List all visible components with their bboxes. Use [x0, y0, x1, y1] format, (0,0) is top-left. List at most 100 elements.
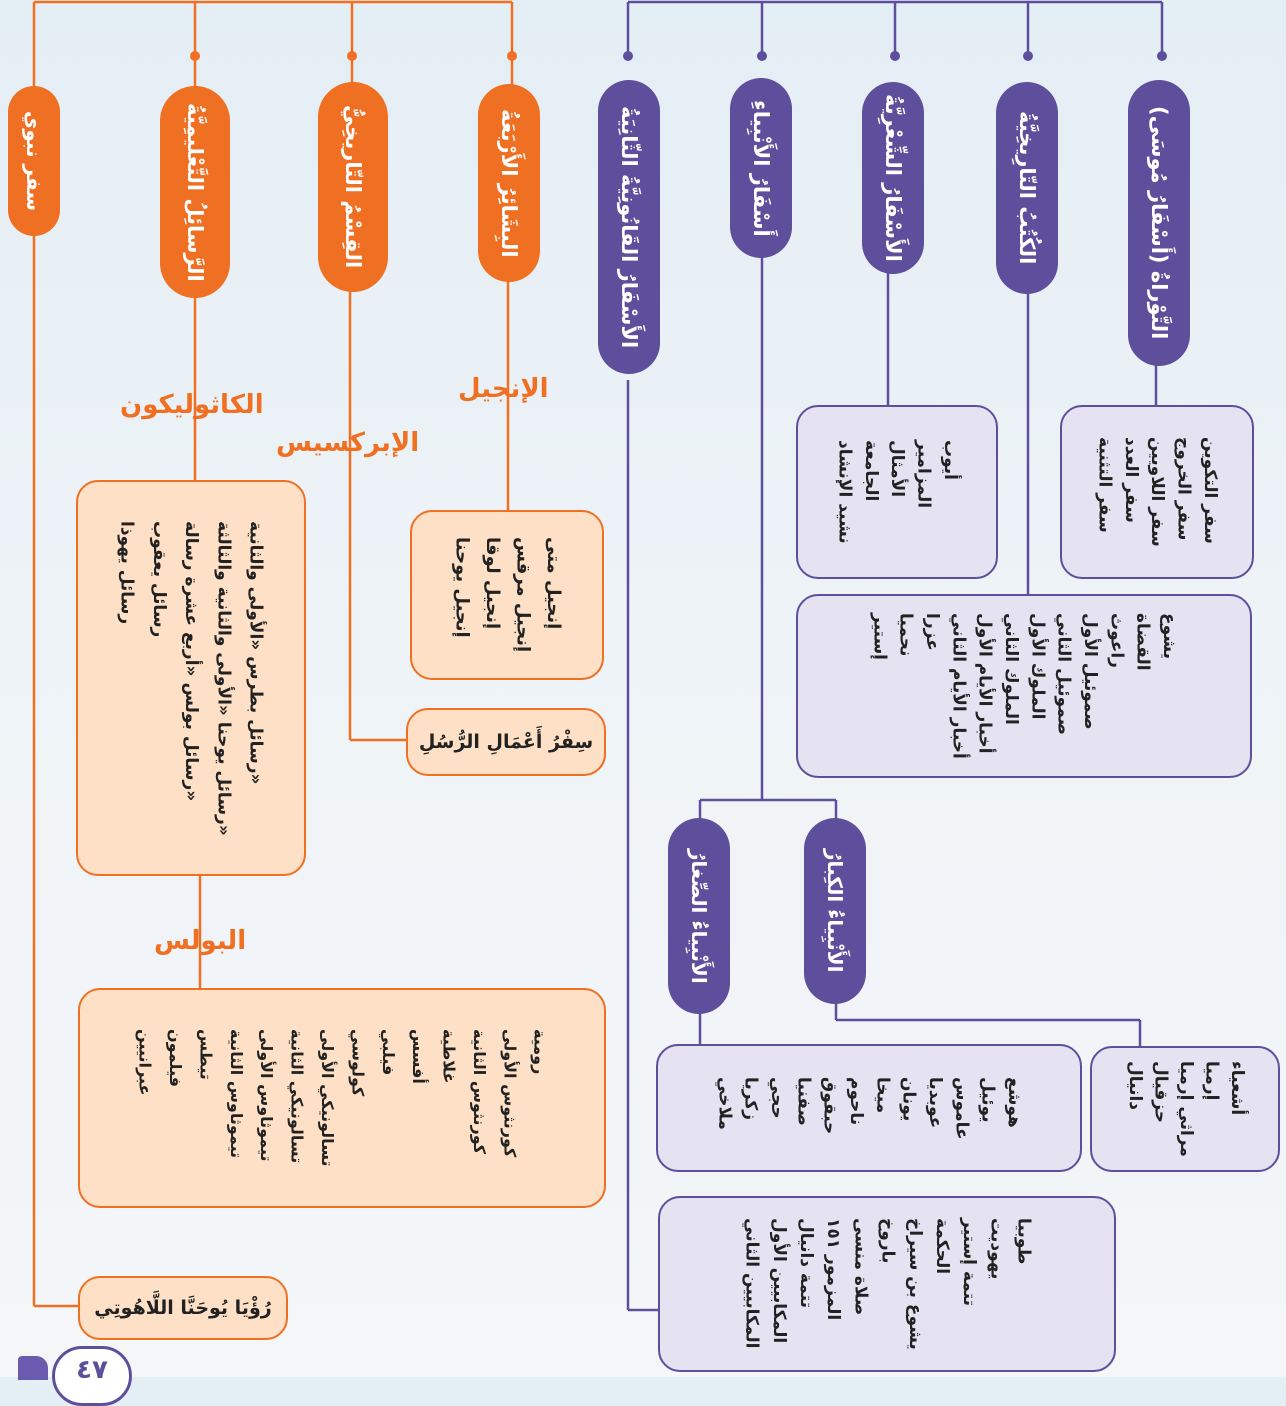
- list-item: ملاخي: [714, 1076, 735, 1130]
- torah-books-box: سفر التكوين سفر الخروج سفر اللاويين سفر …: [1060, 405, 1254, 579]
- minor-prophets-box: هوشع يوئيل عاموس عوبديا يونان ميخا ناحوم…: [656, 1044, 1082, 1172]
- list-item: الملوك الأول: [1027, 613, 1048, 720]
- list-item: تتمة دانيال: [796, 1218, 817, 1309]
- list-item: عبرانيين: [135, 1029, 155, 1096]
- list-item: غلاطية: [439, 1029, 459, 1084]
- list-item: نشيد الإنشاد: [834, 440, 855, 544]
- list-item: رومية: [530, 1029, 550, 1075]
- list-item: نحميا: [895, 613, 916, 657]
- catholic-epistles-box: رسائل بطرس «الأولى والثانية» رسائل يوحنا…: [76, 480, 306, 876]
- list-item: طوبيا: [1013, 1218, 1034, 1265]
- list-item: حجي: [766, 1076, 787, 1119]
- list-item: إنجيل مرقس: [512, 537, 534, 653]
- list-item: صفنيا: [793, 1076, 814, 1126]
- paulos-label: البولس: [154, 926, 247, 956]
- list-item: كورنثوس الثانية: [469, 1029, 489, 1155]
- list-item: إرميا: [1201, 1061, 1222, 1101]
- gospels-list-box: إنجيل متى إنجيل مرقس إنجيل لوقا إنجيل يو…: [410, 510, 604, 680]
- list-item: حبقوق: [819, 1076, 840, 1134]
- list-item: يهوديت: [986, 1218, 1007, 1280]
- list-item: إستير: [869, 613, 890, 661]
- gospel-label: الإنجيل: [458, 374, 549, 404]
- list-item: تتمة إستير: [959, 1218, 980, 1307]
- list-item: سفر التكوين: [1199, 437, 1220, 544]
- list-item: رسائل يوحنا «الأولى والثانية والثالثة»: [213, 520, 234, 836]
- list-item: حزقيال: [1150, 1061, 1171, 1124]
- list-item: أشعياء: [1226, 1061, 1247, 1116]
- list-item: يشوع: [1159, 613, 1180, 660]
- list-item: راعوث: [1106, 613, 1127, 669]
- list-item: القضاة: [1132, 613, 1153, 671]
- list-item: إنجيل متى: [543, 537, 565, 630]
- list-item: إنجيل يوحنا: [451, 537, 473, 639]
- list-item: يونان: [898, 1076, 919, 1121]
- historical-nt-header: القِسْمُ التّاريخِيُّ: [318, 82, 388, 292]
- list-item: أفسس: [409, 1029, 429, 1085]
- list-item: سفر التثنية: [1094, 437, 1115, 533]
- acts-box: سِفْرُ أَعْمَالِ الرُّسُلِ: [406, 708, 606, 776]
- list-item: عاموس: [951, 1076, 972, 1140]
- prophetic-book-header: سفر نبوي: [8, 86, 60, 236]
- list-item: الملوك الثاني: [1001, 613, 1021, 725]
- major-prophets-header: الأَنْبِياءُ الكِبارُ: [804, 818, 866, 1004]
- list-item: صموئيل الأول: [1080, 613, 1101, 730]
- list-item: يوئيل: [977, 1076, 998, 1123]
- poetic-books-header: الأَسْفَارُ الشِّعْرِيَّةُ: [862, 82, 924, 274]
- list-item: فيلبي: [378, 1029, 398, 1076]
- list-item: المزامير: [913, 440, 934, 509]
- four-gospels-header: البِشَائِرُ الأَرْبَعَةُ: [478, 84, 540, 282]
- list-item: رسائل بولس «أربع عشرة رسالة»: [181, 520, 202, 801]
- catholicon-label: الكاثوليكون: [120, 390, 264, 420]
- list-item: أخبار الأيام الثاني: [948, 613, 969, 759]
- list-item: يشوع بن سيراخ: [904, 1218, 925, 1350]
- list-item: كولوسي: [348, 1029, 368, 1097]
- list-item: رسائل يعقوب: [148, 520, 169, 637]
- list-item: ناحوم: [846, 1076, 866, 1125]
- list-item: تيطس: [196, 1029, 216, 1080]
- list-item: رسائل بطرس «الأولى والثانية»: [245, 520, 266, 785]
- list-item: سفر العدد: [1120, 437, 1141, 523]
- list-item: المكابيين الثاني: [741, 1218, 762, 1349]
- list-item: تيموثاوس الأولى: [257, 1029, 277, 1162]
- list-item: ميخا: [872, 1076, 893, 1113]
- minor-prophets-header: الأَنْبِياءُ الصِّغارُ: [668, 818, 730, 1014]
- major-prophets-box: أشعياء إرميا مراثي إرميا حزقيال دانيال: [1090, 1046, 1280, 1172]
- list-item: أخبار الأيام الأول: [974, 613, 995, 754]
- poetic-books-box: أيوب المزامير الأمثال الجامعة نشيد الإنش…: [796, 405, 998, 579]
- list-item: سفر اللاويين: [1147, 437, 1168, 547]
- list-item: فيلمون: [166, 1029, 186, 1088]
- historical-ot-books-box: يشوع القضاة راعوث صموئيل الأول صموئيل ال…: [796, 594, 1252, 778]
- list-item: الأمثال: [887, 440, 908, 498]
- list-item: هوشع: [1004, 1076, 1025, 1128]
- list-item: زكريا: [740, 1076, 761, 1120]
- list-item: تيموثاوس الثانية: [226, 1029, 246, 1159]
- book-icon: [18, 1356, 48, 1380]
- list-item: سفر الخروج: [1173, 437, 1194, 541]
- page-number: ٤٧: [52, 1346, 132, 1406]
- list-item: مراثي إرميا: [1175, 1061, 1196, 1157]
- deuterocanonical-header: الأَسْفَارُ القَانُونِيَّةُ الثّانِيَةُ: [598, 80, 660, 374]
- list-item: أيوب: [939, 440, 960, 481]
- list-item: المزمور ١٥١: [823, 1218, 844, 1321]
- list-item: المكابيين الأول: [768, 1218, 789, 1344]
- list-item: تسالونيكي الثانية: [287, 1029, 307, 1164]
- list-item: عوبديا: [925, 1076, 946, 1128]
- list-item: دانيال: [1124, 1061, 1145, 1111]
- list-item: باروخ: [877, 1218, 898, 1264]
- historical-ot-header: الكُتُبُ التّارِيخِيَّةُ: [996, 82, 1058, 294]
- list-item: إنجيل لوقا: [482, 537, 503, 630]
- list-item: كورنثوس الأولى: [500, 1029, 520, 1158]
- list-item: عزرا: [921, 613, 942, 651]
- list-item: الحكمة: [931, 1218, 952, 1275]
- list-item: صموئيل الثاني: [1053, 613, 1074, 736]
- list-item: تسالونيكي الأولى: [318, 1029, 337, 1167]
- list-item: رسائل يهوذا: [116, 520, 137, 624]
- pauline-epistles-box: رومية كورنثوس الأولى كورنثوس الثانية غلا…: [78, 988, 606, 1208]
- deuterocanonical-books-box: طوبيا يهوديت تتمة إستير الحكمة يشوع بن س…: [658, 1196, 1116, 1372]
- revelation-box: رُؤْيَا يُوحَنَّا اللَّاهُوتِي: [78, 1276, 288, 1340]
- list-item: الجامعة: [860, 440, 881, 502]
- torah-header: التَّوْراةُ (أَسْفَارُ مُوسَى): [1128, 80, 1190, 366]
- praxis-label: الإبركسيس: [276, 428, 420, 458]
- list-item: صلاة منسى: [850, 1218, 871, 1316]
- epistles-header: الرَّسائِلُ التَّعْليمِيَّةُ: [160, 86, 230, 298]
